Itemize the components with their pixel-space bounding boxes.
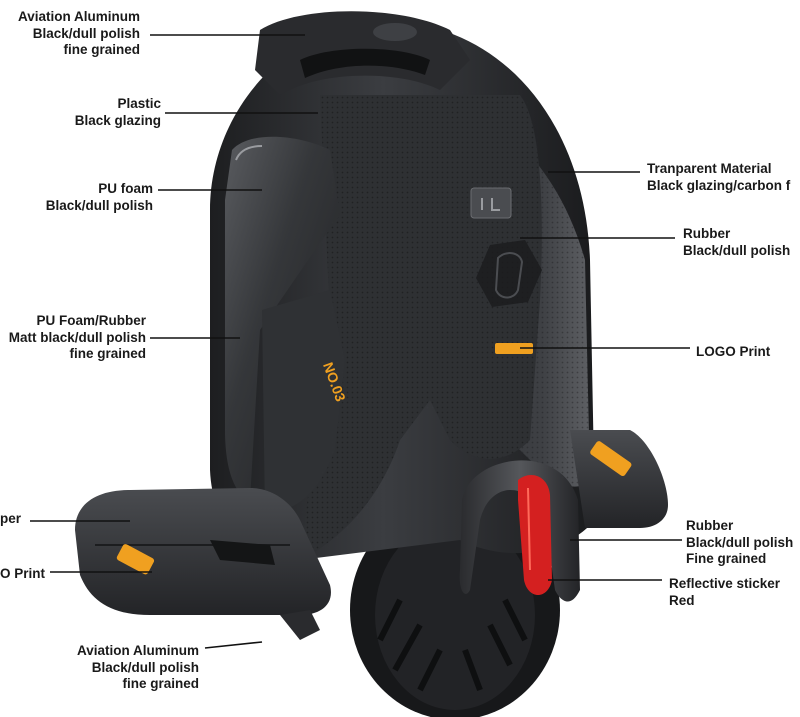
callout-plastic: Plastic Black glazing — [75, 96, 161, 129]
callout-line: Black/dull polish — [683, 242, 791, 258]
callout-handle-top: Aviation Aluminum Black/dull polish fine… — [18, 9, 140, 59]
callout-line: Black/dull polish — [91, 659, 199, 675]
reflective-sticker — [518, 475, 552, 595]
left-pedal — [75, 488, 331, 640]
callout-rubber-fender: Rubber Black/dull polish Fine grained — [686, 518, 793, 568]
callout-line: Black/dull polish — [45, 197, 153, 213]
pedal-logo-strip — [116, 544, 155, 575]
callout-line: Matt black/dull polish — [8, 329, 146, 345]
callout-line: Reflective sticker — [669, 576, 781, 591]
callout-pedal-rubber: per — [0, 511, 21, 528]
leader-lines — [30, 34, 690, 649]
callout-rubber-side: Rubber Black/dull polish — [683, 226, 790, 259]
callout-reflective: Reflective sticker Red — [669, 576, 780, 609]
callout-pedal-logo: O Print — [0, 566, 45, 583]
callout-line: fine grained — [63, 42, 140, 57]
callout-line: O Print — [0, 566, 46, 581]
callout-line: Black/dull polish — [32, 25, 140, 41]
callout-line: Fine grained — [686, 551, 767, 566]
callout-logo-print: LOGO Print — [696, 344, 770, 361]
callout-line: Rubber — [683, 226, 731, 241]
callout-line: Black glazing — [74, 112, 161, 128]
callout-line: fine grained — [69, 346, 146, 361]
callout-line: Aviation Aluminum — [17, 9, 140, 24]
leader-pedal-aluminum — [204, 641, 263, 649]
tire — [350, 500, 560, 717]
callout-line: Aviation Aluminum — [76, 643, 199, 658]
callout-line: Rubber — [686, 518, 734, 533]
callout-line: fine grained — [122, 676, 199, 691]
callout-line: Red — [669, 592, 695, 608]
callout-pu-foam-rubber: PU Foam/Rubber Matt black/dull polish fi… — [9, 313, 146, 363]
callout-pu-foam: PU foam Black/dull polish — [46, 181, 153, 214]
callout-line: LOGO Print — [696, 344, 771, 359]
right-pedal — [570, 430, 668, 528]
logo-print-strip — [495, 343, 533, 354]
callout-transparent: Tranparent Material Black glazing/carbon… — [647, 161, 790, 194]
callout-line: PU foam — [98, 181, 153, 196]
callout-line: per — [0, 511, 22, 526]
callout-line: Black glazing/carbon f — [647, 177, 791, 193]
callout-line: Black/dull polish — [686, 534, 794, 550]
callout-line: PU Foam/Rubber — [36, 313, 146, 328]
fender — [459, 460, 580, 602]
callout-line: Tranparent Material — [647, 161, 772, 176]
callout-line: Plastic — [117, 96, 161, 111]
callout-pedal-aluminum: Aviation Aluminum Black/dull polish fine… — [77, 643, 199, 693]
main-shell — [210, 11, 595, 560]
